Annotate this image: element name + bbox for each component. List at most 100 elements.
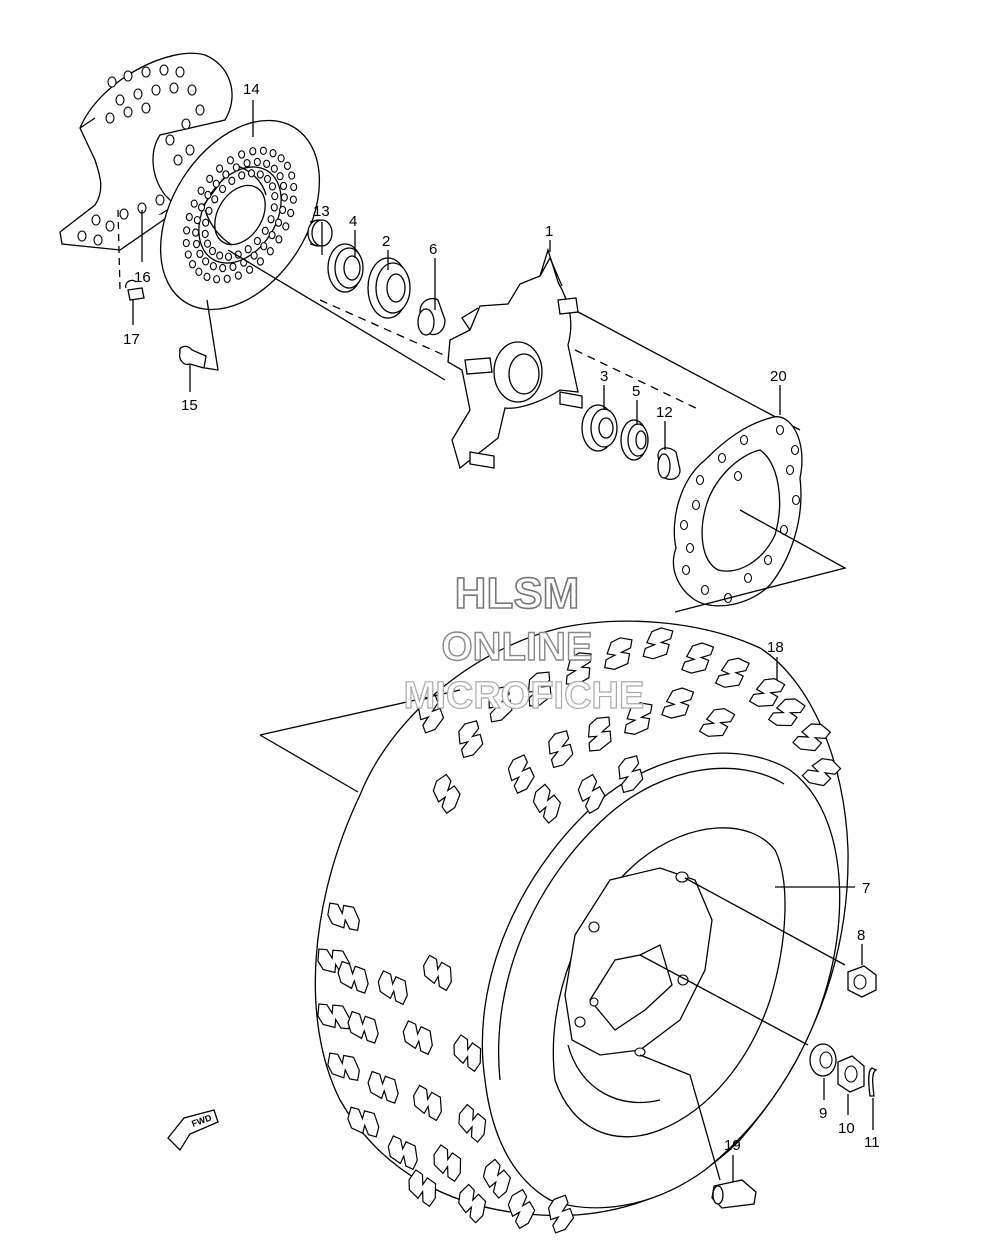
plate-hole (685, 542, 695, 554)
disc-hole (280, 193, 288, 202)
nut-10 (837, 1055, 865, 1093)
disc-hole (213, 275, 221, 284)
callout-leaders (132, 100, 874, 1182)
plate-hole (763, 554, 773, 566)
callout-3: 3 (600, 368, 608, 385)
tread-block (604, 637, 633, 670)
tread-block (748, 677, 786, 707)
callout-17: 17 (123, 331, 140, 348)
disc-hole (270, 164, 278, 173)
callout-16: 16 (134, 269, 151, 286)
tread-block (532, 783, 562, 824)
tread-block (347, 1010, 379, 1044)
tread-block (347, 1106, 380, 1138)
disc-hole (229, 262, 237, 271)
guard-hole (175, 66, 185, 78)
disc-hole (282, 222, 290, 231)
guard-hole (165, 134, 175, 146)
plate-hole (695, 474, 705, 486)
guard-hole (123, 70, 133, 82)
disc-hole (209, 262, 217, 271)
disc-hole (266, 247, 274, 256)
plate-hole (785, 464, 795, 476)
guard-hole (133, 88, 143, 100)
disc-hole (259, 146, 267, 155)
valve-19 (711, 1179, 757, 1209)
disc-hole (290, 182, 298, 192)
disc-hole (271, 191, 279, 201)
watermark-line2: ONLINE (441, 625, 592, 669)
tread-block (577, 773, 606, 815)
seal-5 (620, 419, 649, 461)
plate-hole (700, 584, 710, 596)
disc-hole (216, 164, 224, 173)
disc-hole (263, 174, 272, 184)
guard-hole (155, 194, 165, 206)
disc-hole (268, 230, 276, 240)
brake-disc (159, 119, 321, 311)
watermark-line3: MICROFICHE (404, 675, 645, 717)
disc-hole (267, 215, 275, 224)
guard-hole (181, 118, 191, 130)
disc-hole (277, 154, 285, 163)
disc-hole (190, 199, 198, 208)
guard-hole (169, 82, 179, 94)
guard-hole (185, 144, 195, 156)
plate-hole (775, 424, 785, 436)
disc-hole (270, 203, 278, 212)
callout-2: 2 (382, 233, 390, 250)
callout-7: 7 (862, 880, 870, 897)
disc-hole (249, 147, 257, 156)
callout-20: 20 (770, 368, 787, 385)
disc-hole (192, 228, 200, 237)
callout-12: 12 (656, 404, 673, 421)
disc-hole (226, 156, 234, 165)
callout-1: 1 (545, 223, 553, 240)
disc-hole (184, 250, 192, 259)
disc-hole (274, 218, 283, 227)
plate-hole (791, 494, 801, 506)
callout-15: 15 (181, 397, 198, 414)
disc-hole (263, 159, 271, 168)
spacer-12 (657, 447, 681, 481)
guard-hole (159, 64, 169, 76)
disc-hole (203, 272, 211, 281)
tread-block (422, 954, 452, 992)
disc-hole (288, 171, 296, 180)
disc-hole (204, 190, 212, 200)
tread-block (698, 707, 736, 737)
disc-hole (238, 150, 246, 159)
disc-hole (268, 182, 277, 191)
disc-hole (228, 176, 236, 185)
disc-hole (208, 246, 217, 256)
callout-9: 9 (819, 1105, 827, 1122)
guard-hole (93, 234, 103, 246)
guard-hole (187, 84, 197, 96)
tread-block (507, 1188, 536, 1230)
seal-13 (307, 219, 333, 247)
bearing-3 (581, 404, 618, 452)
tread-block (587, 716, 612, 752)
callout-19: 19 (724, 1137, 741, 1154)
disc-hole (256, 170, 264, 179)
tread-block (377, 970, 408, 1006)
disc-hole (232, 163, 240, 172)
plate-hole (739, 434, 749, 446)
disc-hole (192, 239, 201, 249)
seal-4 (327, 243, 364, 293)
disc-hole (197, 186, 205, 195)
tread-block (367, 1070, 399, 1104)
tread-block (801, 758, 842, 787)
callout-labels: 1 2 3 4 5 6 7 8 9 10 11 12 13 14 15 16 1… (123, 81, 880, 1154)
disc-hole (261, 226, 269, 235)
disc-hole (211, 195, 219, 204)
disc-hole (243, 159, 251, 168)
guard-hole (141, 66, 151, 78)
disc-hole (238, 171, 246, 180)
wheel-hub (447, 247, 583, 470)
tire (314, 620, 849, 1234)
tread-block (767, 698, 806, 727)
tread-block (482, 1158, 512, 1199)
disc-hole (279, 205, 287, 215)
guard-hole (77, 230, 87, 242)
